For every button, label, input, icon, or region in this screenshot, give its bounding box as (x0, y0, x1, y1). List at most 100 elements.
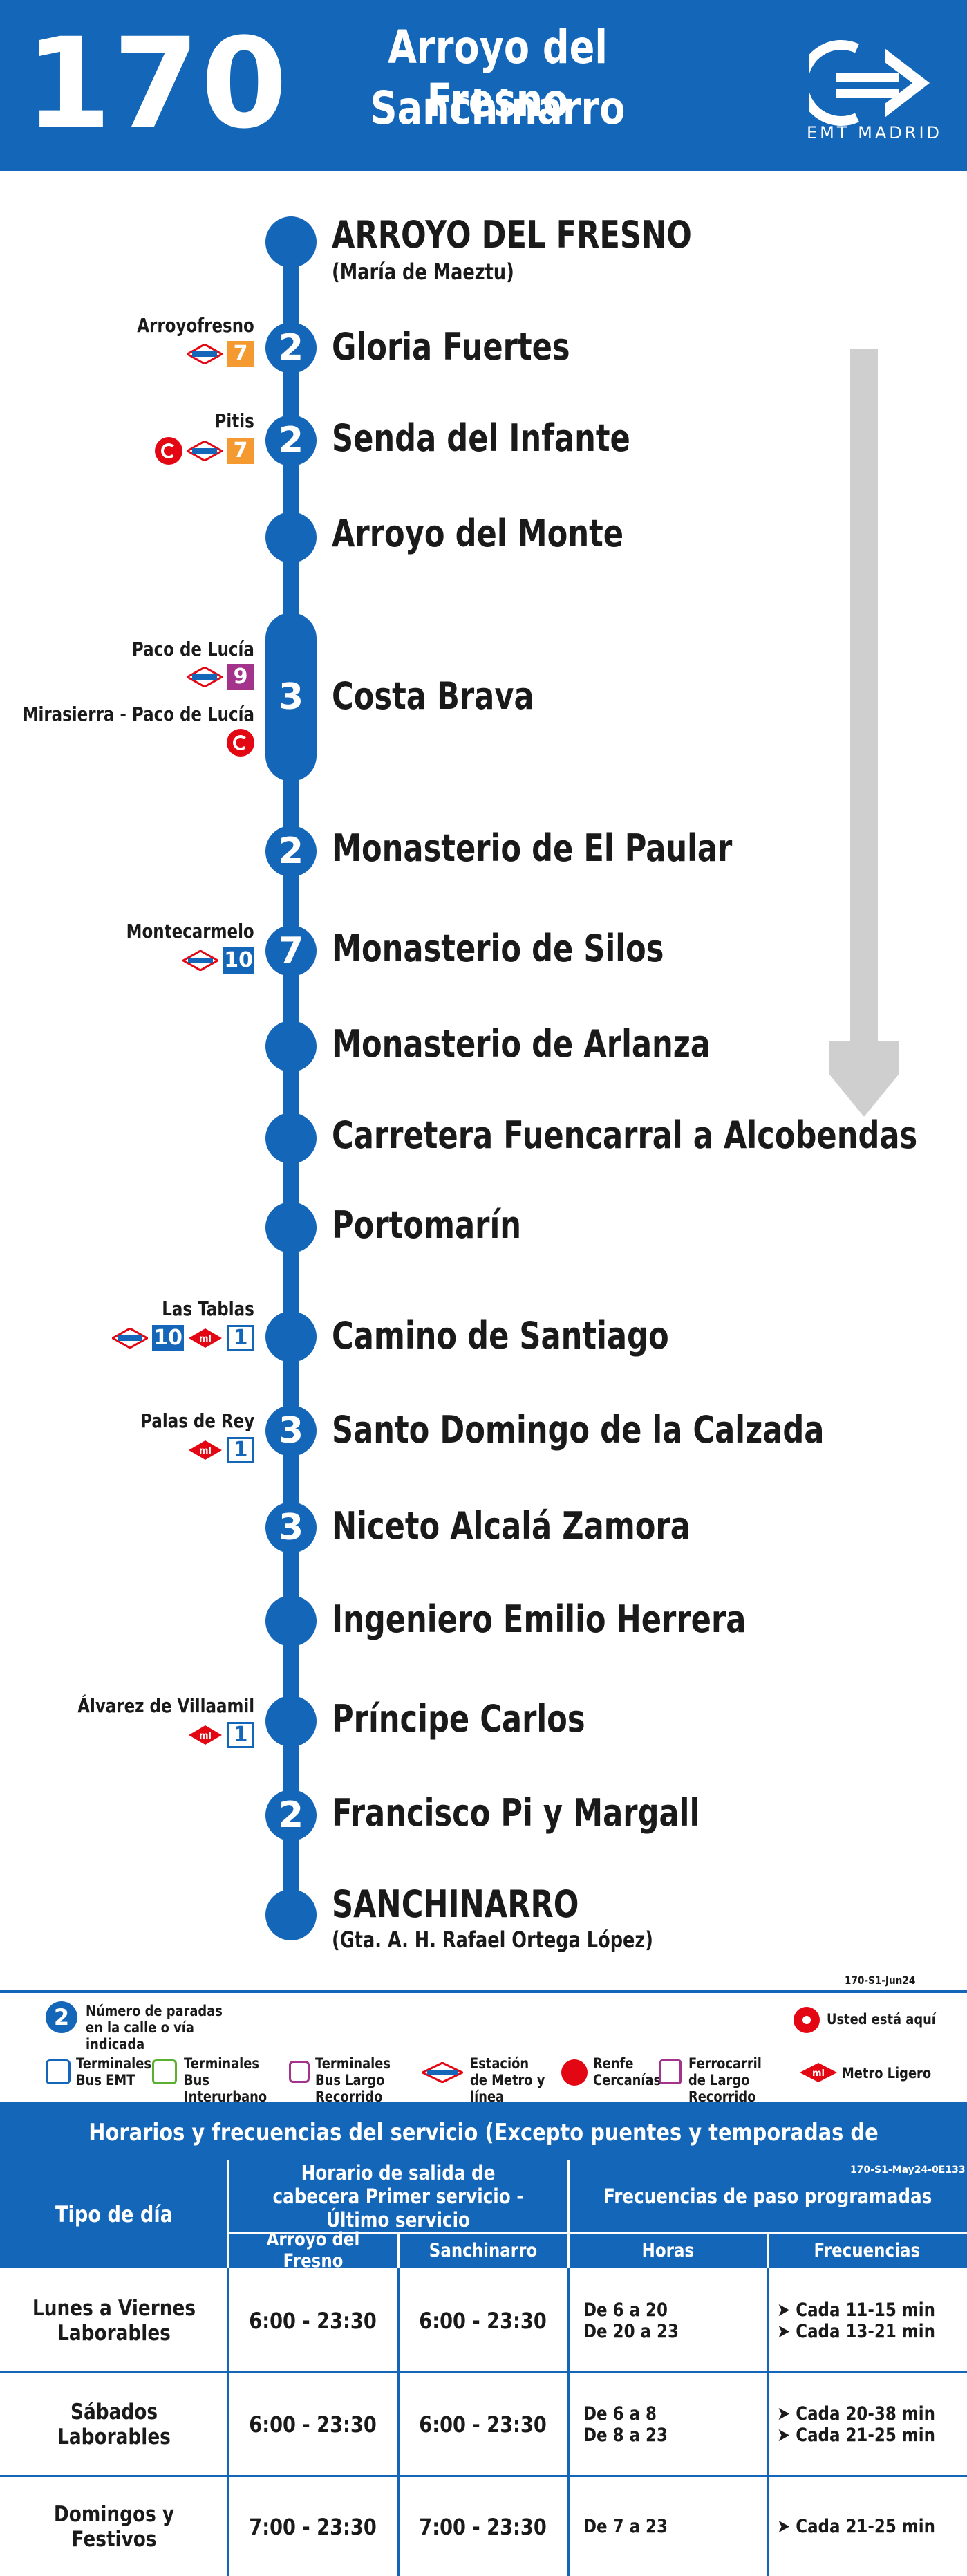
header-frequency: Frecuencias de paso programadas (568, 2160, 967, 2232)
metro-line-badge: 10 (152, 1325, 184, 1351)
stop-name: Senda del Infante (332, 416, 630, 460)
you-are-here-icon (794, 2007, 820, 2033)
header-divider (397, 2232, 400, 2268)
stop-marker (265, 1021, 317, 1072)
stop-name: Monasterio de Silos (332, 927, 664, 970)
row-frequencies: ➤ Cada 11-15 min ➤ Cada 13-21 min (777, 2299, 935, 2342)
connection-icons: 7 (187, 341, 254, 367)
header-divider (767, 2232, 769, 2268)
metro-ligero-icon: ml (188, 1440, 223, 1461)
stop-name: Portomarín (332, 1203, 522, 1247)
header-divider (227, 2160, 229, 2268)
stop-marker: 7 (265, 925, 317, 976)
table-grid-line (0, 2371, 967, 2373)
connection-name: Paco de Lucía (131, 638, 254, 660)
stop-marker (265, 512, 317, 563)
stop-marker: 2 (265, 826, 317, 877)
destination-1: Arroyo del Fresno (388, 21, 608, 127)
legend-top-border (0, 1990, 967, 1993)
header-schedule: Horario de salida de cabecera Primer ser… (228, 2160, 568, 2232)
connection-icons: 10 ml 1 (112, 1325, 254, 1351)
row-first-last-b: 6:00 - 23:30 (419, 2308, 547, 2334)
bus-emt-icon (46, 2059, 71, 2084)
header-divider (228, 2232, 967, 2234)
stop-name: Niceto Alcalá Zamora (332, 1504, 691, 1548)
metro-icon (187, 667, 223, 687)
row-hours: De 7 a 23 (583, 2516, 668, 2537)
metro-line-badge: 9 (227, 664, 254, 690)
renfe-legend-icon (561, 2059, 588, 2086)
connection-icons: 7 (155, 437, 254, 465)
metro-icon (187, 344, 223, 364)
connection-name: Las Tablas (162, 1297, 254, 1320)
ferrocarril-icon (659, 2059, 682, 2084)
legend-bus-emt: Terminales Bus EMT (76, 2055, 152, 2088)
legend-bus-interurbano: Terminales Bus Interurbano (184, 2055, 267, 2105)
stop-marker (265, 1595, 317, 1647)
metro-ligero-legend-icon: ml (799, 2062, 838, 2086)
stop-marker: 3 (265, 1502, 317, 1553)
row-day-type: Sábados Laborables (57, 2400, 171, 2449)
route-line (283, 241, 299, 1914)
header-divider (567, 2160, 570, 2268)
renfe-icon (155, 437, 182, 465)
connection-icons: ml 1 (188, 1722, 254, 1748)
metro-ligero-line-badge: 1 (227, 1325, 254, 1351)
legend-bus-largo: Terminales Bus Largo Recorrido (315, 2055, 391, 2105)
stop-name: Ingeniero Emilio Herrera (332, 1597, 747, 1641)
metro-ligero-icon: ml (188, 1328, 223, 1349)
metro-line-badge: 7 (227, 341, 254, 367)
legend-stops-count: Número de paradas en la calle o vía indi… (86, 2003, 223, 2053)
row-first-last-b: 6:00 - 23:30 (419, 2411, 547, 2438)
legend-you-are-here: Usted está aquí (827, 2011, 936, 2028)
stop-name: Gloria Fuertes (332, 325, 570, 369)
table-grid-line (767, 2268, 769, 2576)
connection-icons: ml 1 (188, 1437, 254, 1463)
metro-legend-icon (420, 2061, 465, 2086)
row-first-last-a: 6:00 - 23:30 (249, 2308, 377, 2334)
stop-marker (265, 1696, 317, 1747)
stops-count-icon: 2 (46, 2001, 77, 2033)
bus-interurbano-icon (152, 2059, 177, 2084)
connection-icons (227, 729, 254, 757)
stop-name: Camino de Santiago (332, 1314, 669, 1358)
connection-name: Mirasierra - Paco de Lucía (22, 703, 254, 725)
stop-marker-extended: 3 (265, 613, 317, 781)
stop-name: ARROYO DEL FRESNO (332, 213, 692, 257)
row-first-last-b: 7:00 - 23:30 (419, 2513, 547, 2540)
stop-marker (265, 216, 317, 268)
stop-marker (265, 1113, 317, 1164)
metro-line-badge: 7 (227, 438, 254, 464)
stop-name: Santo Domingo de la Calzada (332, 1408, 825, 1452)
stop-name: Monasterio de Arlanza (332, 1022, 711, 1066)
stop-name: Carretera Fuencarral a Alcobendas (332, 1113, 918, 1157)
stop-subtitle: (María de Maeztu) (332, 259, 514, 285)
row-day-type: Lunes a Viernes Laborables (32, 2296, 196, 2346)
svg-text:ml: ml (199, 1334, 212, 1344)
metro-icon (112, 1328, 149, 1349)
row-day-type: Domingos y Festivos (53, 2501, 175, 2552)
header-hours: Horas (568, 2232, 767, 2268)
table-grid-line (567, 2268, 570, 2576)
table-grid-line (0, 2475, 967, 2477)
line-number: 170 (25, 12, 289, 156)
legend-metro-ligero: Metro Ligero (842, 2065, 932, 2082)
stop-marker: 2 (265, 415, 317, 466)
operator-name: EMT MADRID (807, 123, 942, 142)
stop-marker (265, 1202, 317, 1253)
connection-name: Álvarez de Villaamil (77, 1694, 254, 1717)
legend-bottom-border (0, 2102, 967, 2105)
stop-marker: 2 (265, 322, 317, 373)
metro-icon (182, 950, 219, 971)
direction-arrow-icon (829, 349, 899, 1117)
row-frequencies: ➤ Cada 20-38 min ➤ Cada 21-25 min (777, 2403, 935, 2446)
header-frequencies: Frecuencias (767, 2232, 967, 2268)
stop-name: Monasterio de El Paular (332, 826, 733, 870)
stop-subtitle: (Gta. A. H. Rafael Ortega López) (332, 1927, 653, 1953)
svg-text:ml: ml (199, 1446, 212, 1456)
metro-ligero-line-badge: 1 (227, 1722, 254, 1748)
legend-metro: Estación de Metro y línea (470, 2055, 545, 2105)
table-grid-line (227, 2268, 229, 2576)
stop-marker: 2 (265, 1790, 317, 1841)
connection-name: Pitis (214, 409, 254, 432)
